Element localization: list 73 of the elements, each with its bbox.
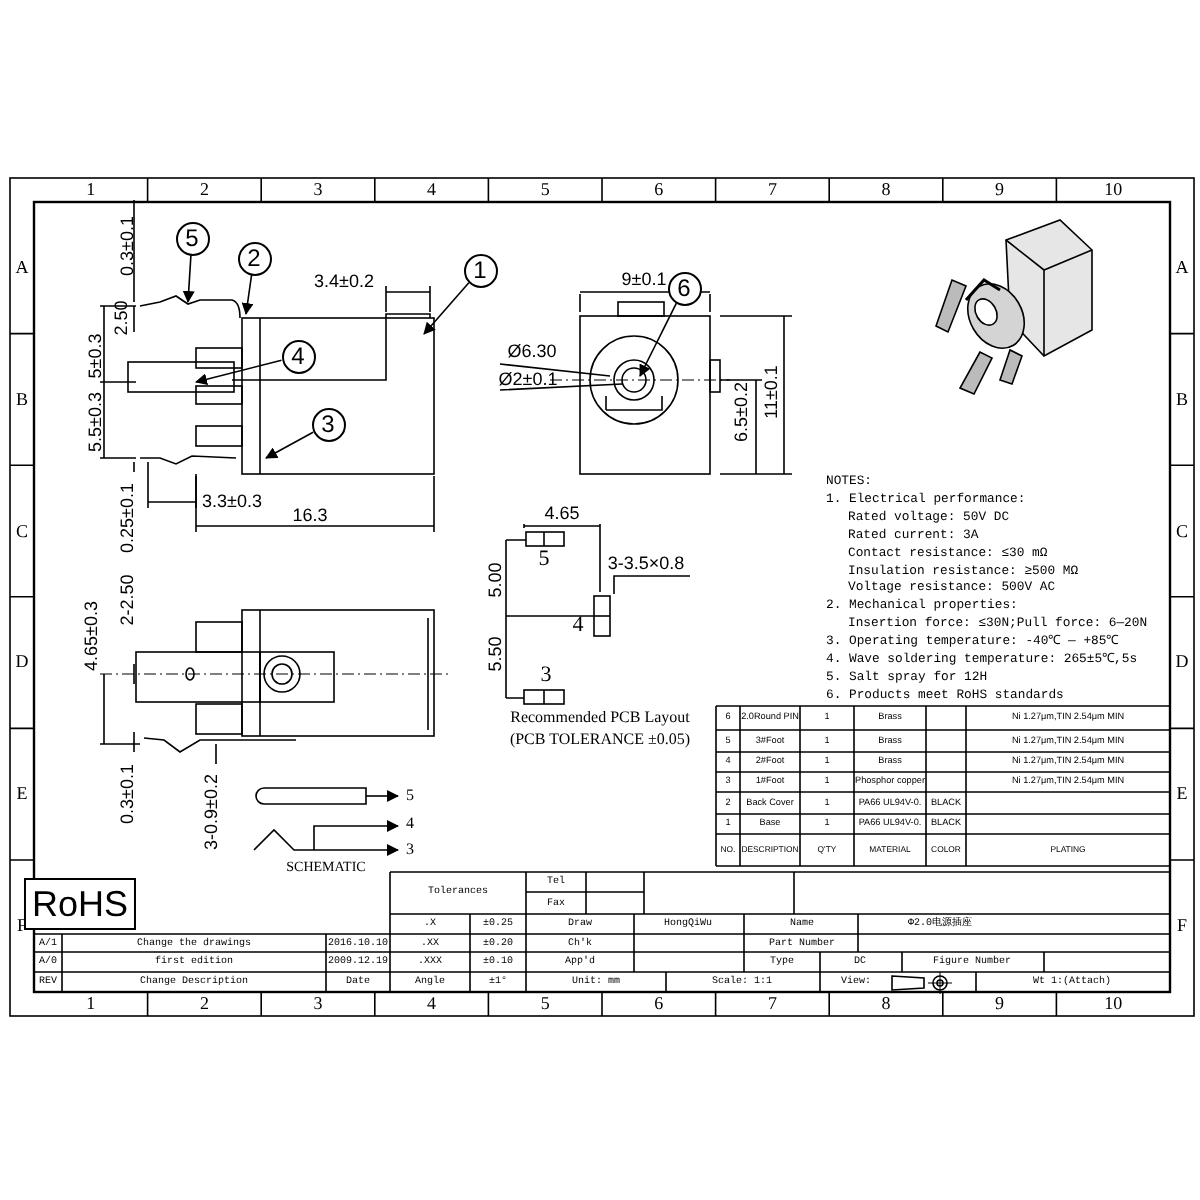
dimension-label: 5±0.3 bbox=[87, 333, 105, 379]
caption: (PCB TOLERANCE ±0.05) bbox=[509, 732, 691, 748]
grid-reference: 2 bbox=[199, 995, 209, 1013]
pin-number: 3 bbox=[406, 842, 414, 858]
pin-number: 4 bbox=[406, 816, 414, 832]
grid-reference: 6 bbox=[654, 995, 664, 1013]
leader-line bbox=[265, 431, 314, 459]
grid-reference: D bbox=[15, 653, 29, 672]
dimension-label: 0.3±0.1 bbox=[119, 216, 137, 276]
leader-line bbox=[182, 254, 195, 303]
callout-circle: 1 bbox=[463, 253, 497, 287]
grid-reference: B bbox=[1176, 390, 1188, 409]
grid-reference: E bbox=[1176, 785, 1188, 804]
leader-line bbox=[423, 282, 470, 335]
pin-number: 4 bbox=[572, 615, 584, 637]
pin-number: 5 bbox=[538, 549, 550, 571]
callout-circle: 3 bbox=[311, 407, 345, 441]
grid-reference: C bbox=[16, 522, 28, 541]
grid-reference: 9 bbox=[995, 181, 1005, 199]
dimension-label: 5.5±0.3 bbox=[87, 392, 105, 452]
dimension-label: 5.50 bbox=[487, 636, 505, 672]
dimension-label: 3.3±0.3 bbox=[202, 493, 262, 511]
grid-reference: B bbox=[16, 390, 28, 409]
grid-reference: 10 bbox=[1104, 995, 1123, 1013]
grid-reference: 4 bbox=[427, 181, 437, 199]
grid-reference: 8 bbox=[881, 995, 891, 1013]
dimension-label: 0.25±0.1 bbox=[119, 483, 137, 553]
dimension-label: 2-2.50 bbox=[119, 574, 137, 626]
dimension-label: Ø6.30 bbox=[507, 343, 557, 361]
grid-reference: 5 bbox=[540, 181, 550, 199]
grid-reference: 1 bbox=[86, 181, 96, 199]
dimension-label: 9±0.1 bbox=[621, 271, 667, 289]
dimension-label: 2.50 bbox=[113, 300, 131, 336]
dimension-label: 3-0.9±0.2 bbox=[203, 774, 221, 850]
grid-reference: A bbox=[1175, 259, 1189, 277]
grid-reference: 5 bbox=[540, 995, 550, 1013]
callout-circle: 6 bbox=[667, 271, 701, 305]
grid-reference: 3 bbox=[313, 181, 323, 199]
grid-reference: 7 bbox=[767, 995, 777, 1013]
grid-reference: 9 bbox=[995, 995, 1005, 1013]
grid-reference: 7 bbox=[767, 181, 777, 199]
grid-reference: 4 bbox=[427, 995, 437, 1013]
dimension-label: 6.5±0.2 bbox=[733, 382, 751, 442]
grid-reference: A bbox=[15, 259, 29, 277]
callout-circle: 5 bbox=[175, 221, 209, 255]
grid-reference: C bbox=[1176, 522, 1188, 541]
dimension-label: 11±0.1 bbox=[763, 365, 781, 419]
caption: Recommended PCB Layout bbox=[510, 710, 690, 726]
dimension-label: 3-3.5×0.8 bbox=[607, 555, 685, 573]
grid-reference: 6 bbox=[654, 181, 664, 199]
grid-reference: 3 bbox=[313, 995, 323, 1013]
leader-line bbox=[241, 274, 254, 315]
dimension-label: 5.00 bbox=[487, 562, 505, 598]
rohs-mark: RoHS bbox=[24, 878, 136, 930]
dimension-label: 4.65 bbox=[544, 505, 580, 523]
pin-number: 3 bbox=[540, 665, 552, 687]
dimension-label: 0.3±0.1 bbox=[119, 764, 137, 824]
leader-line bbox=[195, 359, 283, 386]
grid-reference: 10 bbox=[1104, 181, 1123, 199]
grid-reference: 1 bbox=[86, 995, 96, 1013]
dimension-label: 3.4±0.2 bbox=[314, 273, 374, 291]
dimension-label: 16.3 bbox=[292, 507, 328, 525]
grid-reference: E bbox=[16, 785, 28, 804]
callout-circle: 4 bbox=[281, 339, 315, 373]
dimension-label: 4.65±0.3 bbox=[83, 601, 101, 671]
dimension-label: Ø2±0.1 bbox=[498, 371, 558, 389]
leader-line bbox=[639, 302, 678, 377]
grid-reference: 8 bbox=[881, 181, 891, 199]
grid-reference: F bbox=[1177, 917, 1187, 935]
pin-number: 5 bbox=[406, 788, 414, 804]
callout-circle: 2 bbox=[237, 241, 271, 275]
grid-reference: D bbox=[1175, 653, 1189, 672]
grid-reference: 2 bbox=[199, 181, 209, 199]
